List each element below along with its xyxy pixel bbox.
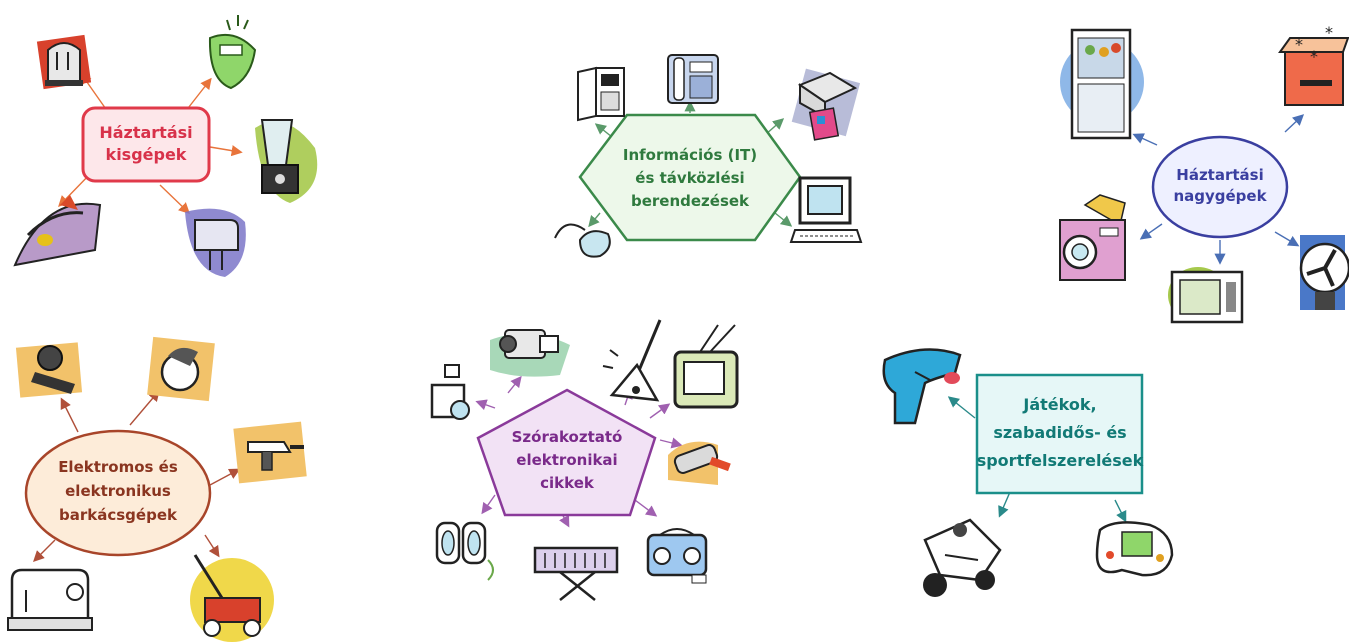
node-jatekok-line3: sportfelszerelések	[977, 451, 1144, 470]
freezer-icon: * * *	[1278, 23, 1349, 106]
drill-icon	[233, 421, 307, 484]
node-jatekok: Játékok, szabadidős- és sportfelszerelés…	[975, 373, 1144, 495]
arrows-jatekok	[947, 396, 1127, 523]
guitar-icon	[602, 319, 662, 402]
camcorder-icon	[490, 329, 570, 377]
svg-text:*: *	[1310, 47, 1318, 66]
circular-saw-icon	[147, 336, 215, 402]
iron-icon	[13, 195, 102, 267]
node-nagygepek-line1: Háztartási	[1176, 166, 1263, 184]
computer-icon	[789, 176, 863, 243]
angle-grinder-icon	[15, 342, 83, 398]
node-it: Információs (IT) és távközlési berendezé…	[578, 113, 802, 242]
tv-icon	[673, 324, 739, 409]
game-console-icon	[1095, 521, 1174, 577]
node-kisgepek-line1: Háztartási	[99, 123, 192, 142]
svg-text:*: *	[1295, 35, 1303, 54]
boombox-icon	[646, 528, 708, 584]
node-kisgepek-line2: kisgépek	[106, 145, 187, 164]
scale-icon	[208, 15, 257, 90]
node-szorakoztato-line3: cikkek	[540, 474, 595, 492]
node-nagygepek-line2: nagygépek	[1173, 187, 1267, 205]
node-szorakoztato-line1: Szórakoztató	[512, 428, 623, 446]
node-kisgepek: Háztartási kisgépek	[81, 106, 211, 183]
node-barkacs-line1: Elektromos és	[58, 458, 178, 476]
washing-machine-icon	[1059, 194, 1126, 281]
toy-gun-icon	[882, 348, 962, 425]
node-jatekok-line2: szabadidős- és	[993, 423, 1126, 442]
sewing-machine-icon	[7, 568, 93, 631]
printer-icon	[791, 68, 861, 141]
microwave-icon	[1168, 267, 1244, 324]
node-szorakoztato: Szórakoztató elektronikai cikkek	[476, 388, 657, 517]
mouse-icon	[554, 223, 611, 258]
remote-icon	[668, 441, 731, 485]
speakers-icon	[435, 521, 494, 581]
phone-icon	[667, 54, 719, 104]
node-szorakoztato-line2: elektronikai	[516, 451, 617, 469]
arrows-nagygepek	[1132, 114, 1305, 265]
node-jatekok-line1: Játékok,	[1022, 395, 1096, 414]
node-it-line2: és távközlési	[635, 169, 744, 187]
camera-icon	[430, 364, 470, 420]
blender-icon	[255, 119, 318, 203]
node-barkacs: Elektromos és elektronikus barkácsgépek	[24, 429, 212, 557]
node-barkacs-line3: barkácsgépek	[59, 506, 178, 524]
fan-icon	[1299, 235, 1349, 310]
go-kart-icon	[923, 518, 1002, 597]
keyboard-icon	[533, 546, 619, 601]
fridge-icon	[1060, 28, 1144, 140]
mixer-icon	[185, 208, 246, 277]
node-nagygepek: Háztartási nagygépek	[1151, 135, 1289, 239]
pda-icon	[577, 66, 625, 122]
toaster-icon	[36, 34, 92, 90]
svg-text:*: *	[1325, 23, 1333, 42]
node-it-line1: Információs (IT)	[623, 146, 757, 164]
node-barkacs-line2: elektronikus	[65, 482, 171, 500]
lawnmower-icon	[190, 554, 274, 642]
arrows-szorakoztato	[475, 375, 683, 528]
node-it-line3: berendezések	[631, 192, 750, 210]
arrows-barkacs	[33, 389, 241, 562]
